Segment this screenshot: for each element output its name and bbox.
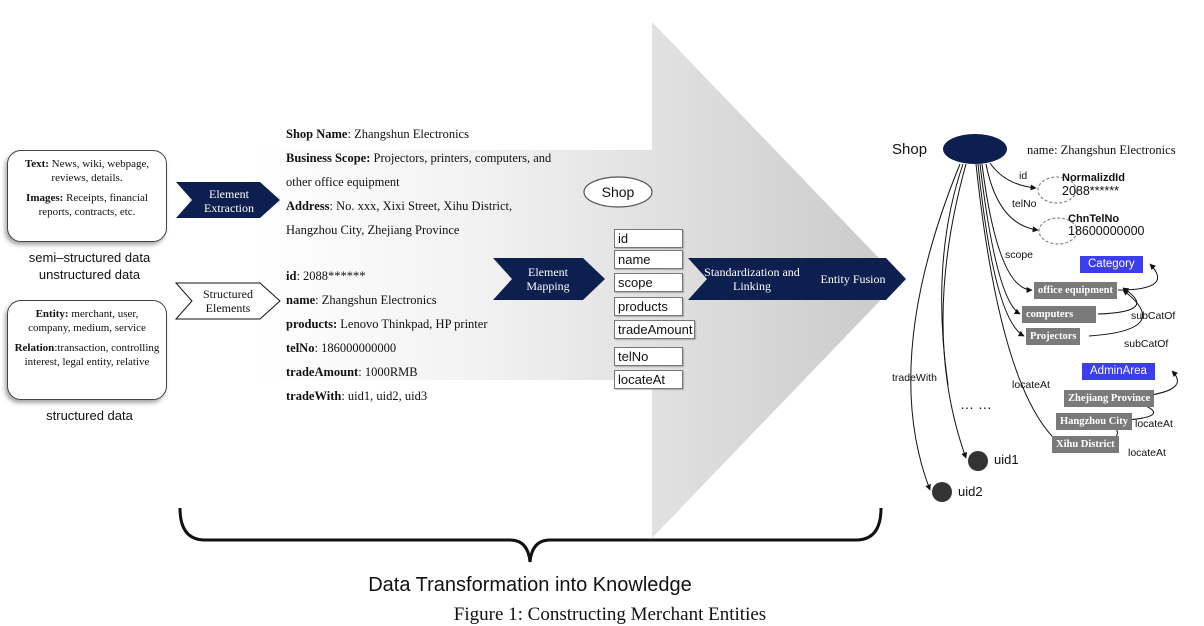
standardization-label: Standardization and Linking: [704, 265, 800, 293]
graph-shop-node: [943, 134, 1007, 164]
structured-elements-arrow: [174, 282, 281, 320]
normalized-id-node: [1037, 176, 1077, 204]
bottom-brace: [178, 507, 883, 563]
normalized-id-label: NormalizdId: [1062, 172, 1125, 184]
edge-tradewith-line-1: [942, 163, 967, 459]
edge-tradewith-line-3: [941, 163, 964, 386]
standardization-arrow: [688, 258, 822, 300]
xihu-node: Xihu District: [1052, 436, 1119, 453]
schema-field-name: name: [614, 250, 683, 269]
edge-tradewith-label: tradeWith: [892, 372, 937, 384]
schema-field-products: products: [614, 297, 683, 316]
normalized-id-value: 2088******: [1062, 184, 1119, 198]
edge-id-line: [989, 162, 1037, 191]
text-value: News, wiki, webpage, reviews, details.: [48, 158, 150, 184]
schema-shop-oval: [583, 176, 653, 208]
element-mapping-arrow: [493, 258, 605, 300]
structured-source-box: Entity: merchant, user, company, medium,…: [7, 300, 167, 400]
entity-fusion-label: Entity Fusion: [820, 272, 886, 286]
text-label: Text:: [24, 158, 49, 170]
admin-area-class: AdminArea: [1082, 363, 1155, 380]
edge-telno-label: telNo: [1012, 198, 1037, 210]
uid1-node: [968, 451, 988, 471]
entity-value: merchant, user, company, medium, service: [28, 308, 146, 334]
edge-locateat-line: [975, 163, 1059, 443]
element-mapping-label: Element Mapping: [526, 265, 570, 293]
zhejiang-node: Zhejiang Province: [1064, 390, 1155, 407]
uid2-node: [932, 482, 952, 502]
element-extraction-arrow: [176, 182, 280, 218]
schema-field-id: id: [614, 229, 683, 248]
relation-value: :transaction, controlling interest, lega…: [24, 342, 160, 368]
locateat-label-2: locateAt: [1128, 447, 1166, 459]
subcat-computers-office: [1097, 287, 1138, 315]
schema-shop-label: Shop: [601, 184, 635, 200]
structured-elements-label: Structured Elements: [203, 287, 253, 315]
tel-value: 18600000000: [1068, 224, 1145, 238]
schema-field-scope: scope: [614, 273, 683, 292]
schema-field-locateat: locateAt: [614, 370, 683, 389]
extracted-info: Shop Name: Zhangshun Electronics Busines…: [286, 127, 552, 237]
edge-scope-label: scope: [1005, 249, 1034, 261]
tel-node: [1038, 217, 1078, 245]
summary-title: Data Transformation into Knowledge: [368, 574, 692, 596]
office-equipment-node: office equipment: [1034, 282, 1117, 299]
edge-scope-line-3: [977, 163, 1025, 337]
tel-label: ChnTelNo: [1068, 213, 1120, 225]
graph-shop-label: Shop: [892, 141, 928, 158]
uid2-label: uid2: [958, 484, 983, 499]
locateat-label-1: locateAt: [1135, 418, 1173, 430]
graph-name-prop: name: Zhangshun Electronics: [1027, 143, 1176, 157]
category-class: Category: [1080, 256, 1143, 273]
subcatof-label-1: subCatOf: [1131, 310, 1176, 322]
subcatof-label-2: subCatOf: [1124, 338, 1169, 350]
edge-locateat-label: locateAt: [1012, 379, 1050, 391]
hangzhou-node: Hangzhou City: [1056, 413, 1132, 430]
unstructured-caption: semi–structured data unstructured data: [28, 250, 151, 282]
projectors-node: Projectors: [1026, 328, 1081, 345]
graph-ellipsis: … …: [960, 396, 992, 412]
schema-field-telno: telNo: [614, 347, 683, 366]
edge-scope-line-1: [981, 163, 1033, 293]
computers-node: computers: [1022, 306, 1096, 323]
images-value: Receipts, financial reports, contracts, …: [38, 192, 148, 218]
subcat-projectors-office: [1088, 289, 1144, 337]
edge-tradewith-line-2: [910, 163, 961, 491]
images-label: Images:: [26, 192, 64, 204]
uid1-label: uid1: [994, 452, 1019, 467]
edge-telno-line: [985, 163, 1039, 233]
relation-label: Relation: [14, 342, 55, 354]
entity-fusion-arrow: [800, 258, 906, 300]
figure-caption: Figure 1: Constructing Merchant Entities: [453, 604, 767, 625]
edge-id-label: id: [1019, 170, 1028, 182]
element-extraction-label: Element Extraction: [204, 187, 254, 215]
structured-info: id: 2088****** name: Zhangshun Electroni…: [286, 269, 488, 403]
schema-field-tradeamount: tradeAmount: [614, 320, 695, 339]
entity-label: Entity:: [35, 308, 69, 320]
unstructured-source-box: Text: News, wiki, webpage, reviews, deta…: [7, 150, 167, 242]
structured-caption: structured data: [46, 408, 133, 423]
edge-scope-line-2: [979, 163, 1021, 315]
